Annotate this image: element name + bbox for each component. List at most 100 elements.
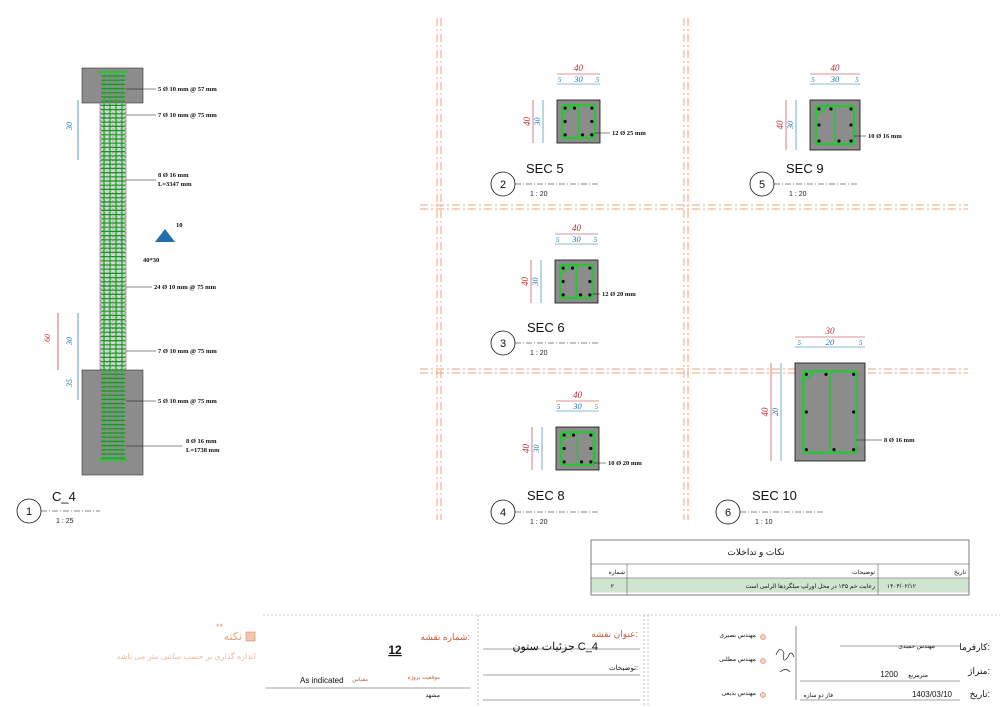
section-number: 4 xyxy=(500,507,506,519)
rebar-bar xyxy=(852,448,856,452)
section-width: 40 xyxy=(831,63,841,73)
rebar-bar xyxy=(817,139,821,143)
rebar-bar xyxy=(804,448,809,452)
section-width: 40 xyxy=(573,390,583,400)
section-depth: 40 xyxy=(775,120,785,130)
stamp-signature xyxy=(775,649,795,673)
rebar-bar xyxy=(570,266,575,270)
section-scale: 1 : 20 xyxy=(530,191,548,198)
section-number: 5 xyxy=(759,179,765,191)
rebar-bar xyxy=(817,123,821,127)
section-scale: 1 : 20 xyxy=(530,519,548,526)
rebar-bar xyxy=(588,293,592,297)
section-subdim: 5 xyxy=(596,76,600,84)
rebar-bar xyxy=(562,433,566,437)
grid-lines xyxy=(420,18,968,520)
rebar-bar xyxy=(852,372,856,376)
note-block: نکته ** اندازه گذاری بر حسب سانتی متر می… xyxy=(117,622,257,661)
rebar-bar xyxy=(590,133,594,137)
column-dim-1: 30 xyxy=(65,122,74,131)
section-width: 40 xyxy=(574,63,584,73)
section-subdim: 30 xyxy=(830,74,840,84)
column-callout-2: 7 Ø 10 mm @ 75 mm xyxy=(158,112,217,119)
phase-value: فاز دو سازه xyxy=(804,692,834,699)
column-callout-3: 8 Ø 16 mm xyxy=(158,172,189,179)
notes-header-num: شماره xyxy=(609,569,625,576)
rebar-bar xyxy=(837,139,841,143)
section-subdim-v: 30 xyxy=(533,118,542,127)
area-value: 1200 xyxy=(880,670,898,679)
section-subdim: 5 xyxy=(859,339,863,347)
section-title: SEC 5 xyxy=(526,161,564,176)
column-callout-4: L=3347 mm xyxy=(158,181,192,188)
section-subdim-v: 30 xyxy=(531,278,540,287)
section-subdim: 5 xyxy=(811,76,815,84)
rebar-bar xyxy=(849,139,853,143)
view-number: 1 xyxy=(26,506,32,518)
column-callout-8: 8 Ø 16 mm xyxy=(186,438,217,445)
section-subdim: 5 xyxy=(557,403,561,411)
rebar-bar xyxy=(572,106,577,110)
column-dim-2: 60 xyxy=(43,334,52,342)
date-label: تاریخ: xyxy=(970,689,990,700)
rebar-bar xyxy=(579,460,584,464)
section-width: 40 xyxy=(572,223,582,233)
section-number: 2 xyxy=(500,179,506,191)
notes-table: نکات و تداخلات تاریخ توضیحات شماره ۱۴۰۴/… xyxy=(590,539,970,596)
section-subdim: 5 xyxy=(855,76,859,84)
level-marker-icon xyxy=(155,229,175,242)
rebar-bar xyxy=(563,133,567,137)
section-title: SEC 9 xyxy=(786,161,824,176)
stirrups xyxy=(101,75,125,459)
notes-row-desc: رعایت خم ۱۳۵ در محل اورلپ میلگردها الزام… xyxy=(745,582,875,590)
section-size: 40*30 xyxy=(143,257,159,264)
section-title: SEC 6 xyxy=(527,320,565,335)
view-scale: 1 : 25 xyxy=(56,518,74,525)
column-dim-3: 30 xyxy=(65,337,74,346)
section-depth: 40 xyxy=(522,117,532,127)
client-label: کارفرما: xyxy=(959,642,990,653)
view-title: C_4 xyxy=(52,489,76,504)
title-block-text: شماره نقشه: 12 موقعیت پروژه مقیاس As ind… xyxy=(300,629,990,700)
rebar-bar xyxy=(562,460,566,464)
section-scale: 1 : 20 xyxy=(530,350,548,357)
notes-row-num: ۲ xyxy=(611,584,614,590)
column-dim-4: 35 xyxy=(65,379,74,388)
section-subdim: 5 xyxy=(556,236,560,244)
section-depth: 40 xyxy=(520,277,530,287)
area-label: متراژ: xyxy=(967,666,990,677)
scale-value: As indicated xyxy=(300,676,344,685)
scale-label: مقیاس xyxy=(352,676,368,683)
engineer-3: مهندس بدیعی xyxy=(722,691,756,697)
rebar-bar xyxy=(589,460,593,464)
notes-row-date: ۱۴۰۴/۰۲/۱۲ xyxy=(887,584,916,590)
section-depth: 40 xyxy=(521,444,531,454)
column-elevation: 30 60 30 35 5 Ø 10 mm @ 57 mm 7 Ø 10 mm … xyxy=(16,67,220,525)
section-callout: 8 Ø 16 mm xyxy=(884,437,915,444)
sheet-number: 12 xyxy=(388,643,402,657)
rebar-bar xyxy=(832,448,836,452)
section-callout: 10 Ø 20 mm xyxy=(608,460,642,467)
rebar-bar xyxy=(578,293,583,297)
section-subdim-v: 30 xyxy=(786,121,795,130)
section-subdim: 30 xyxy=(571,234,581,244)
sheet-number-label: شماره نقشه: xyxy=(421,632,470,643)
section-subdim: 30 xyxy=(572,401,582,411)
rebar-bar xyxy=(563,106,567,110)
location-value: مشهد xyxy=(426,693,440,699)
rebar-bar xyxy=(849,107,853,111)
rebar-bar xyxy=(817,107,821,111)
level-mark: 10 xyxy=(176,222,183,229)
column-callout-7: 5 Ø 10 mm @ 75 mm xyxy=(158,398,217,405)
location-label: موقعیت پروژه xyxy=(408,675,440,681)
tie-hook xyxy=(817,107,827,115)
column-callout-5: 24 Ø 10 mm @ 75 mm xyxy=(154,284,217,291)
section-subdim: 5 xyxy=(797,339,801,347)
tie-hook xyxy=(804,372,815,381)
section-scale: 1 : 20 xyxy=(789,191,807,198)
